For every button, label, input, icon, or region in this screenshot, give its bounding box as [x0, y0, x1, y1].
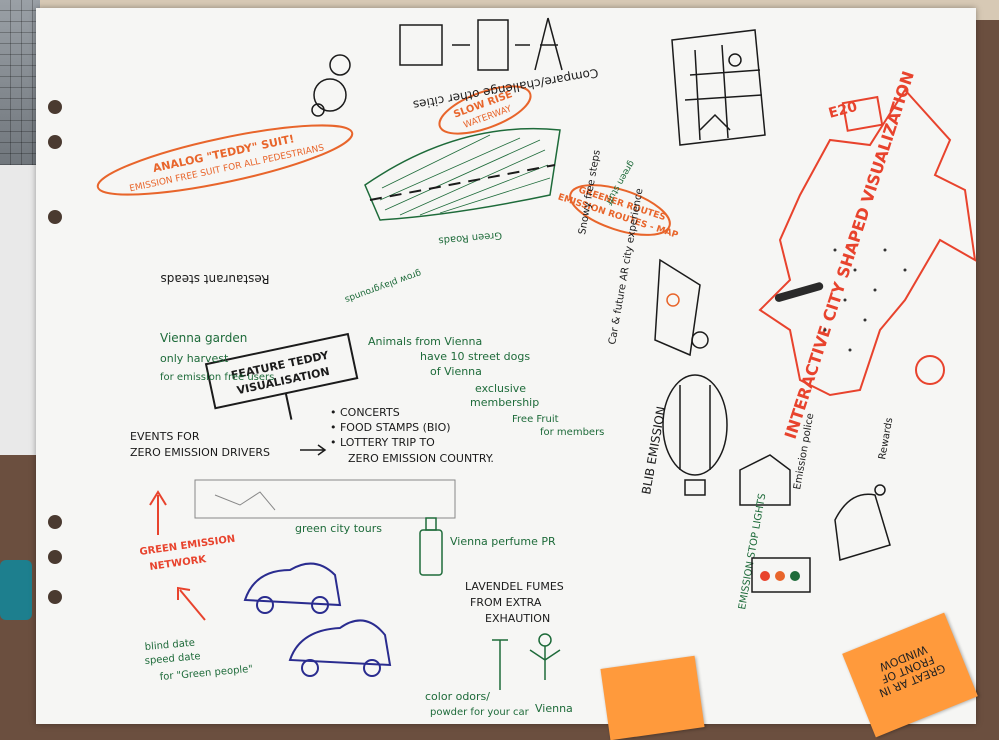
emission-free-users-label: for emission free users [160, 372, 274, 383]
restaurant-steads-label: Restaurant steads [160, 272, 269, 286]
network-arrow-up [149, 490, 167, 535]
police-car-sketch [834, 484, 891, 561]
balloon-sketch [662, 374, 728, 496]
green-emission-label: GREEN EMISSION [139, 534, 236, 558]
from-extra-label: FROM EXTRA [470, 596, 542, 609]
lavendel-figures-sketch [492, 633, 561, 690]
street-dogs-label: have 10 street dogs [420, 350, 530, 363]
exclusive-label: exclusive [475, 382, 526, 395]
green-city-tours-label: green city tours [295, 522, 382, 535]
traffic-light-sketch [751, 557, 811, 593]
house-tower-sketch [671, 29, 766, 146]
phone-ar-sketch [654, 258, 709, 357]
food-stamps-label: • FOOD STAMPS (BIO) [330, 421, 451, 434]
house-emission-sketch [739, 454, 791, 506]
only-harvest-label: only harvest [160, 352, 229, 365]
green-roads-label: Green Roads [438, 229, 502, 246]
teal-object [0, 560, 32, 620]
green-roads-sketch: Green Roads [364, 127, 561, 246]
vienna-perfume-label: Vienna perfume PR [450, 535, 556, 548]
powder-label: powder for your car [430, 707, 530, 718]
binder-hole [48, 590, 62, 604]
teddy-sketch [311, 54, 351, 117]
perfume-bottle-sketch [419, 517, 443, 576]
blib-emission-label: BLIB EMISSION [639, 405, 668, 495]
binder-hole [48, 550, 62, 564]
color-odors-label: color odors/ [425, 690, 490, 703]
blue-car-sketches [243, 562, 392, 677]
city-map-outline [758, 88, 977, 397]
events-arrow [300, 444, 327, 456]
binder-hole [48, 515, 62, 529]
map-dots [823, 248, 907, 352]
sticky-note-text: GREAT AR IN FRONT OF WINDOW [877, 642, 948, 700]
analog-teddy-bubble: ANALOG "TEDDY" SUIT! EMISSION FREE SUIT … [96, 124, 354, 196]
speed-date-label: speed date [144, 651, 201, 667]
rewards-label: Rewards [877, 417, 895, 461]
for-members-label: for members [540, 427, 604, 438]
free-fruit-label: Free Fruit [512, 414, 559, 425]
blind-date-label: blind date [144, 638, 195, 653]
zero-country-label: ZERO EMISSION COUNTRY. [348, 452, 494, 465]
of-vienna-label: of Vienna [430, 365, 482, 378]
membership-label: membership [470, 396, 539, 409]
sticky-note-left [600, 655, 705, 740]
grow-playgrounds-label: grow playgrounds [343, 267, 422, 304]
e20-label: E20 [827, 99, 859, 122]
green-city-tours-sketch [194, 479, 456, 519]
green-people-label: for "Green people" [159, 664, 253, 683]
stop-lights-label: EMISSION STOP LIGHTS [737, 493, 768, 611]
feature-teddy-sign: FEATURE TEDDY VISUALISATION [204, 332, 359, 420]
binder-hole [48, 210, 62, 224]
vienna-bottom-label: Vienna [535, 702, 573, 715]
buildings-sketch [399, 17, 563, 71]
exhaustion-label: EXHAUTION [485, 612, 550, 625]
zero-drivers-label: ZERO EMISSION DRIVERS [130, 446, 270, 459]
vienna-garden-label: Vienna garden [160, 331, 247, 345]
lavendel-label: LAVENDEL FUMES [465, 580, 564, 593]
network-arrow-down [177, 586, 206, 621]
events-for-label: EVENTS FOR [130, 430, 200, 443]
network-label: NETWORK [149, 554, 208, 573]
interactive-city-label: INTERACTIVE CITY SHAPED VISUALIZATION [781, 69, 918, 441]
lottery-label: • LOTTERY TRIP TO [330, 436, 435, 449]
animals-label: Animals from Vienna [368, 335, 482, 348]
binder-hole [48, 100, 62, 114]
concerts-label: • CONCERTS [330, 406, 400, 419]
paper-sheet-left [0, 165, 40, 455]
binder-hole [48, 135, 62, 149]
